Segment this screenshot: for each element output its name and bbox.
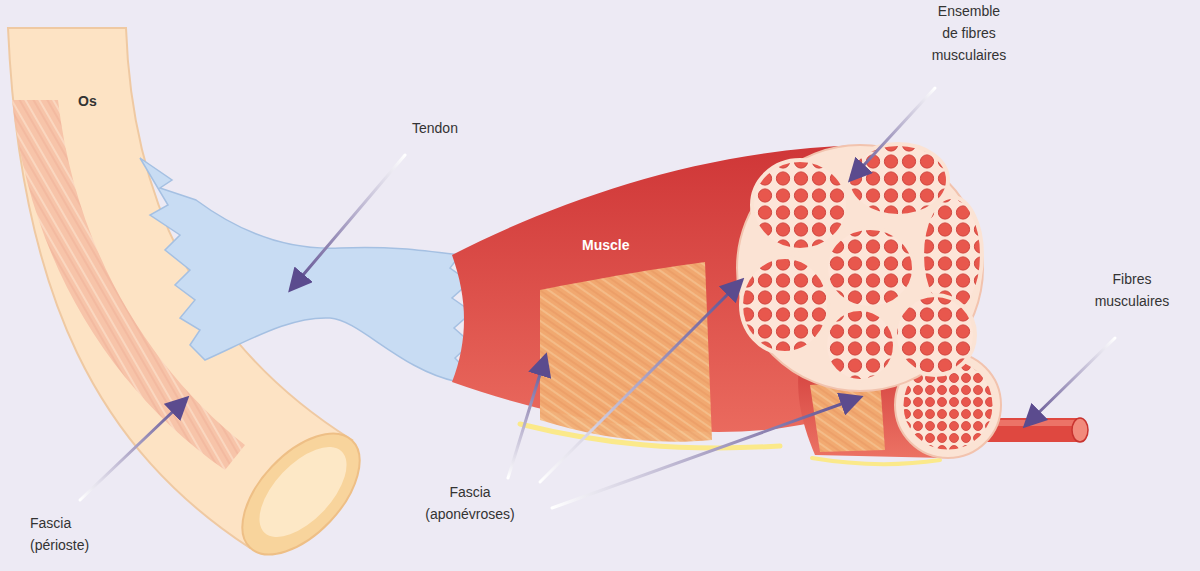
part-label: Tendon: [412, 117, 458, 139]
part-label: Fibres musculaires: [1092, 268, 1172, 312]
part-label: Fascia (périoste): [30, 512, 126, 556]
part-label: Os: [78, 90, 97, 112]
part-label: Fascia (aponévroses): [418, 481, 522, 525]
part-label: Muscle: [582, 234, 629, 256]
part-label: Ensemble de fibres musculaires: [929, 0, 1009, 66]
